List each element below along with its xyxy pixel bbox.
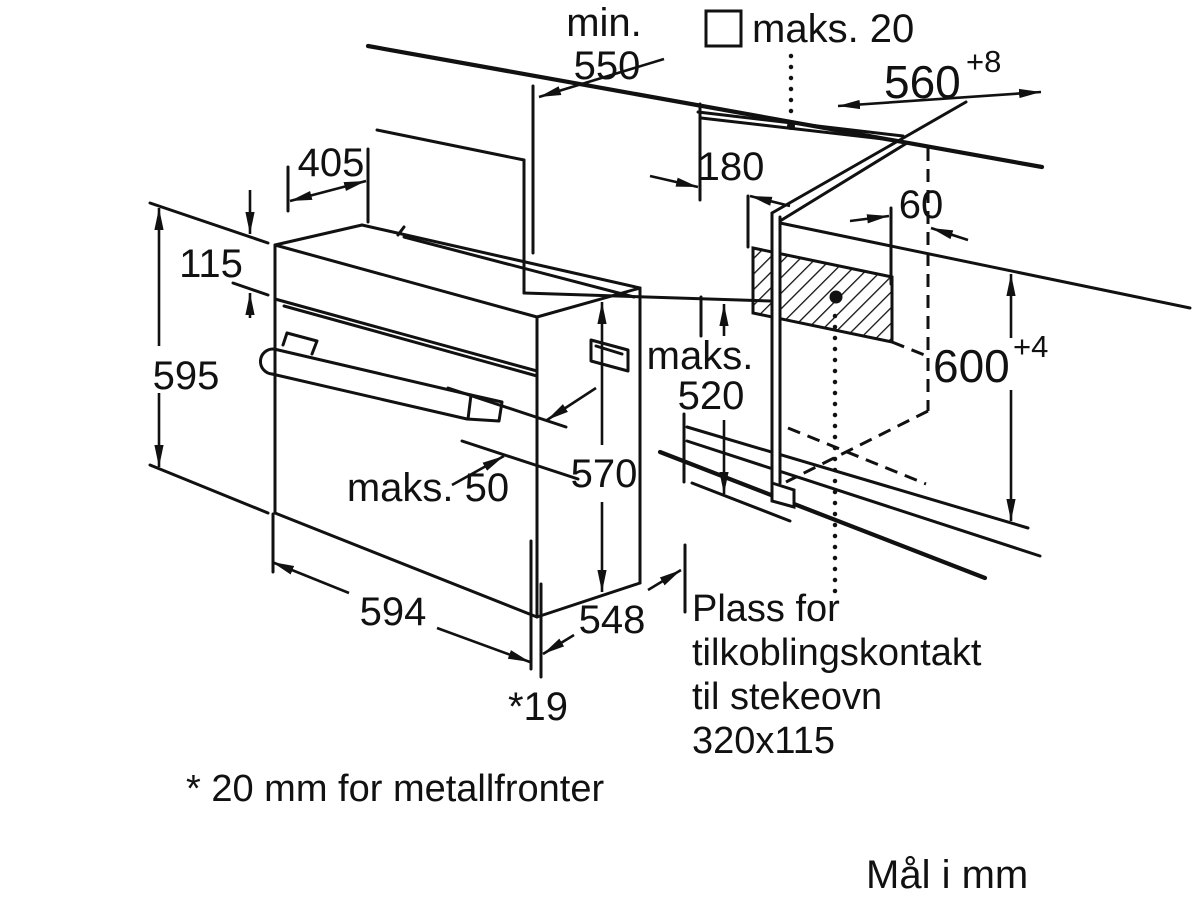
dim-60-label: 60	[899, 183, 944, 227]
dim-560-label: 560	[884, 56, 961, 108]
dim-600-tolerance: +4	[1013, 329, 1048, 364]
niche-front-post	[770, 135, 909, 509]
dim-594-label: 594	[360, 590, 427, 634]
connection-note-line1: Plass for	[692, 588, 840, 630]
connection-note-line4: 320x115	[692, 720, 835, 762]
dim-548-label: 548	[579, 598, 646, 642]
dim-600-label: 600	[933, 340, 1010, 392]
dim-550-label: 550	[574, 44, 641, 88]
dim-maks520-value: 520	[678, 374, 745, 418]
square-symbol	[704, 9, 743, 48]
units-label: Mål i mm	[866, 853, 1028, 897]
hidden-edges-dashed	[785, 148, 930, 486]
dimension-arrows	[154, 57, 1042, 664]
connection-note-line2: tilkoblingskontakt	[692, 632, 982, 674]
side-vent-slot	[589, 338, 630, 373]
connection-point-dot	[829, 290, 843, 304]
dim-595-label: 595	[153, 354, 220, 398]
dim-560-tolerance: +8	[966, 44, 1001, 79]
dim-19-label: *19	[508, 685, 568, 729]
oven-door-handle	[259, 331, 504, 423]
centerlines-dotted	[787, 53, 843, 595]
dim-maks50-label: maks. 50	[347, 466, 509, 510]
metal-front-footnote: * 20 mm for metallfronter	[186, 768, 604, 810]
connection-note: Plass for tilkoblingskontakt til stekeov…	[692, 588, 982, 762]
reference-dot	[787, 122, 795, 130]
dim-maks520-word: maks.	[647, 334, 754, 378]
connection-note-line3: til stekeovn	[692, 676, 882, 718]
dim-115-label: 115	[179, 242, 243, 286]
cabinet-structure	[365, 43, 1192, 581]
oven-outline	[259, 223, 642, 619]
dim-405-label: 405	[298, 141, 365, 185]
dim-180-label: 180	[698, 145, 765, 189]
dim-min-word: min.	[566, 1, 642, 45]
extension-lines	[148, 84, 750, 679]
dim-maks20-label: maks. 20	[752, 7, 914, 51]
dim-570-label: 570	[571, 452, 638, 496]
